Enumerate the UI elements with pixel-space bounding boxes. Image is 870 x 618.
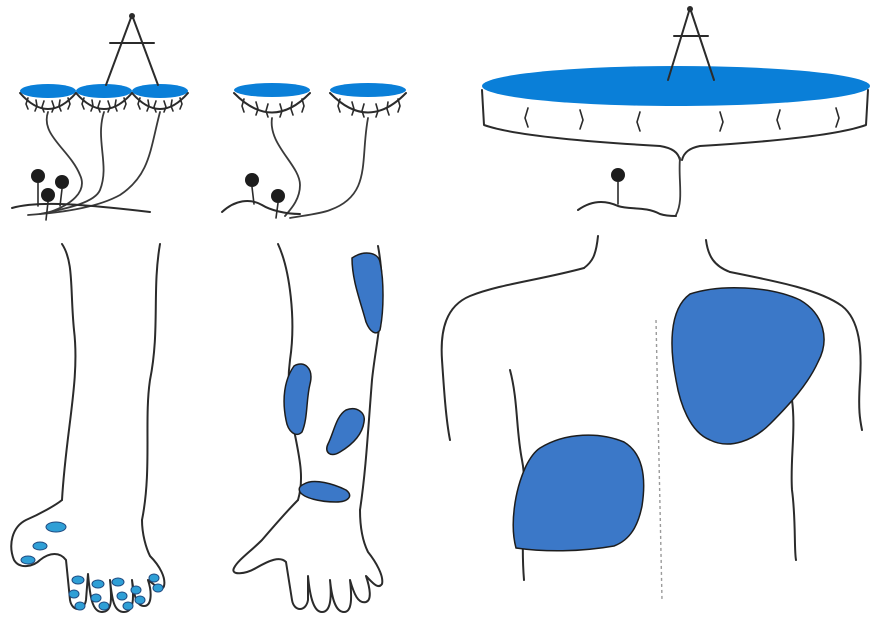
receptive-field-large bbox=[482, 66, 870, 160]
receptive-field-medium-1 bbox=[234, 83, 310, 117]
palm-outline bbox=[233, 500, 382, 612]
neck-right bbox=[706, 240, 730, 272]
small-receptive-fields-panel bbox=[12, 13, 188, 220]
medium-receptive-fields-panel bbox=[222, 83, 406, 218]
large-receptive-field-panel bbox=[482, 6, 870, 216]
hand-with-fingertip-fields bbox=[11, 244, 164, 612]
forearm-with-medium-fields bbox=[233, 244, 383, 612]
sensory-nerve-fibers bbox=[578, 158, 680, 216]
neck-left bbox=[584, 236, 598, 268]
receptive-field-small-2 bbox=[76, 84, 132, 112]
sensory-nerve-fibers bbox=[222, 118, 368, 218]
shoulder-left bbox=[442, 268, 584, 440]
sensory-field-patches bbox=[284, 253, 383, 502]
spine-line bbox=[656, 320, 662, 600]
sensory-nerve-fibers bbox=[12, 112, 160, 215]
torso-right bbox=[792, 400, 796, 560]
arm-outline-left bbox=[62, 244, 75, 500]
palm-outline bbox=[11, 500, 164, 612]
caliper-icon bbox=[106, 13, 158, 85]
receptive-field-small-3 bbox=[132, 84, 188, 112]
fingertip-receptive-spots bbox=[21, 522, 163, 610]
receptive-field-medium-2 bbox=[330, 83, 406, 117]
arm-outline-right bbox=[142, 244, 160, 520]
sensory-field-patches bbox=[513, 288, 824, 551]
back-with-large-fields bbox=[442, 236, 862, 600]
sensory-neuron-somas bbox=[611, 168, 625, 204]
receptive-field-small-1 bbox=[20, 84, 76, 112]
